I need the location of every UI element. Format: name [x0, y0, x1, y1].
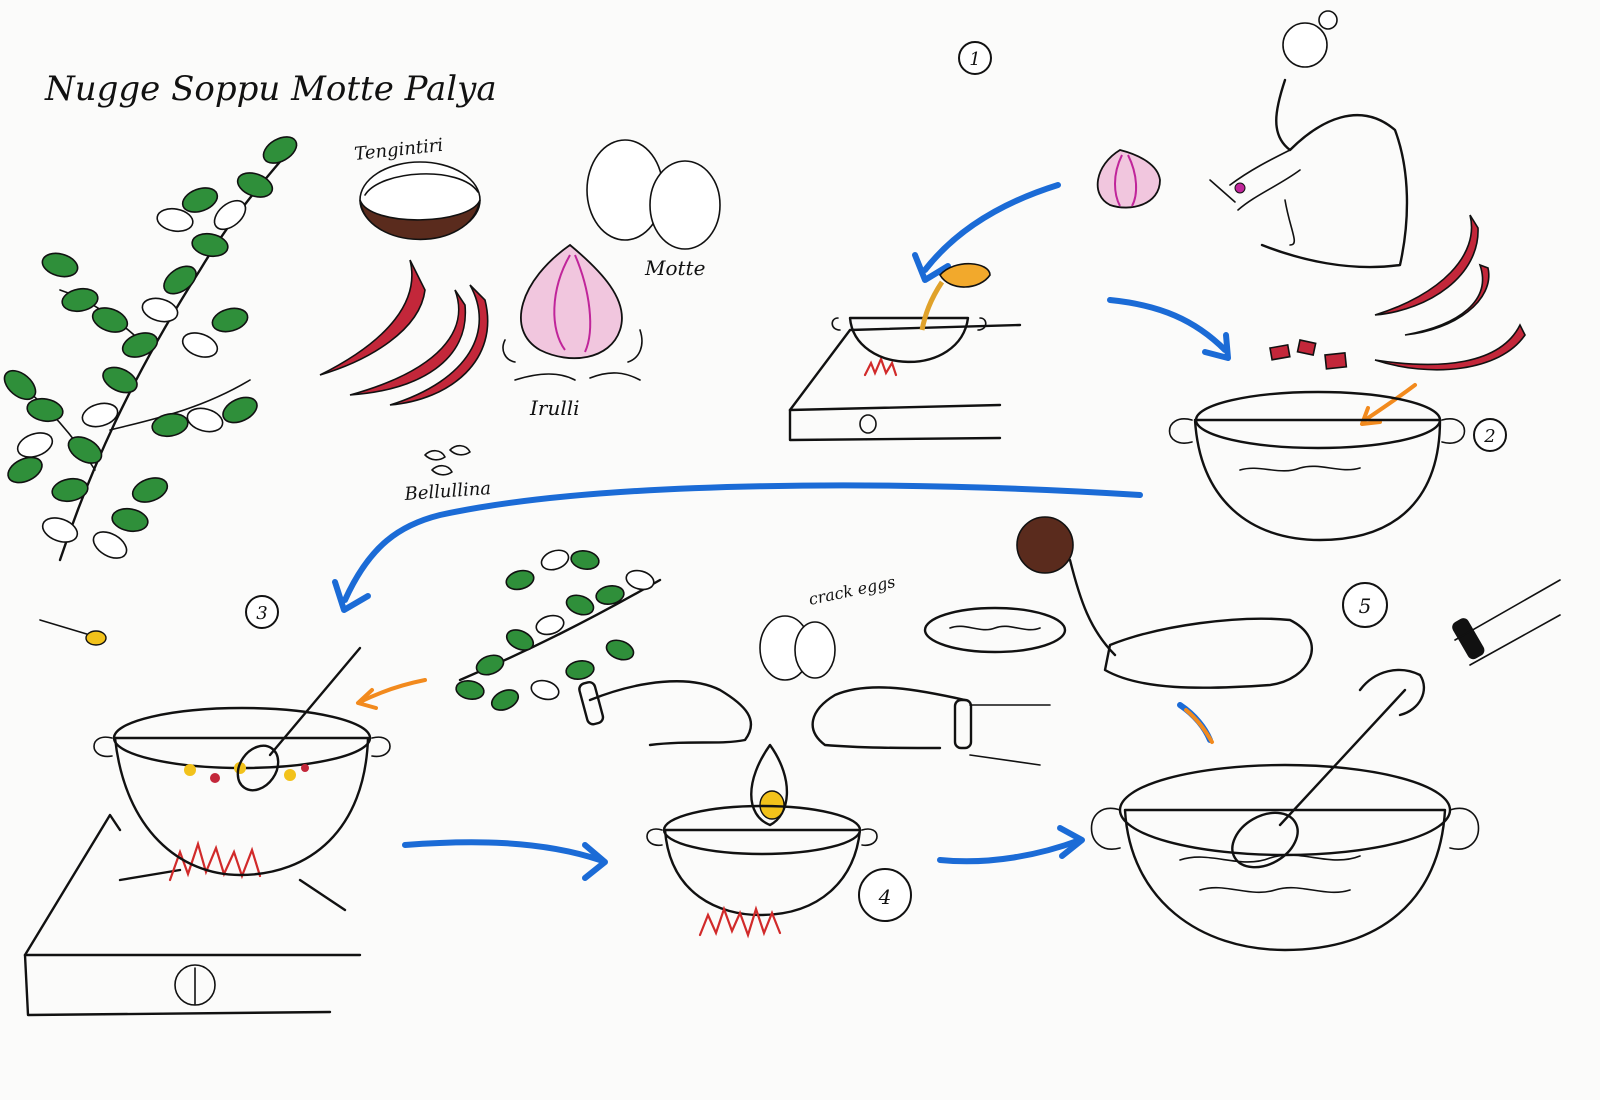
coconut-label: Tengintiri	[353, 135, 444, 165]
leaf-shape	[141, 297, 179, 323]
arrow-step4-to-step5	[937, 837, 1083, 865]
leaf-shape	[181, 332, 219, 358]
woman-cooking-icon	[1209, 10, 1409, 269]
leaf-shape	[41, 517, 79, 543]
arrow-step2-to-step3	[342, 482, 1143, 603]
eggs-icon	[759, 615, 836, 681]
kadai-icon	[93, 706, 391, 877]
leaf-shape	[111, 507, 149, 533]
step-marker-4: 4	[858, 868, 912, 922]
leaf-shape	[505, 629, 535, 651]
stove-icon	[23, 813, 362, 1017]
leaf-shape	[102, 366, 138, 394]
leaf-shape	[151, 412, 189, 438]
page-title: Nugge Soppu Motte Palya	[44, 69, 497, 109]
kadai-icon	[831, 316, 987, 363]
leaf-shape	[236, 172, 274, 198]
step-marker-1: 1	[958, 41, 992, 75]
ladle-icon	[1231, 688, 1407, 869]
leaf-shape	[81, 402, 119, 428]
step-3-number: 3	[256, 603, 267, 624]
kadai-icon	[646, 804, 878, 939]
crack-eggs-label: crack eggs	[807, 572, 897, 609]
drumstick-leaves-icon	[3, 136, 298, 562]
leaf-shape	[26, 397, 64, 423]
leaf-shape	[156, 207, 194, 233]
coconut-icon	[359, 161, 481, 241]
leaf-shape	[222, 396, 258, 424]
leaf-shape	[475, 654, 505, 676]
leaf-shape	[163, 265, 197, 295]
leaf-shape	[605, 639, 635, 661]
leaf-shape	[92, 531, 128, 559]
leaf-shape	[3, 369, 37, 401]
leaf-shape	[41, 252, 79, 278]
leaf-shape	[262, 136, 298, 164]
garlic-label: Bellullina	[403, 478, 492, 505]
red-chilli-icon	[1269, 214, 1526, 371]
leaf-shape	[16, 432, 54, 458]
leaf-shape	[565, 660, 595, 680]
leaf-shape	[186, 407, 224, 433]
spoon-icon	[39, 619, 107, 646]
leaf-shape	[67, 436, 103, 464]
step-4-number: 4	[878, 885, 892, 909]
step-marker-5: 5	[1342, 582, 1388, 628]
leaf-shape	[565, 594, 595, 616]
step-1-number: 1	[969, 49, 980, 70]
onion-icon	[502, 243, 643, 381]
leaf-shape	[595, 585, 625, 605]
arrow-onion-to-pan	[922, 182, 1061, 273]
leaf-shape	[490, 689, 520, 711]
leaf-shape	[625, 569, 655, 591]
kadai-icon	[1090, 763, 1480, 952]
onion-icon	[1096, 149, 1161, 209]
leaf-shape	[181, 187, 219, 213]
eggs-icon	[586, 139, 721, 250]
leaf-shape	[191, 232, 229, 258]
leaf-shape	[535, 614, 565, 636]
leaf-shape	[131, 477, 169, 503]
garlic-icon	[424, 444, 471, 476]
step-2-number: 2	[1483, 426, 1495, 447]
leaf-shape	[540, 549, 570, 571]
leaf-shape	[91, 307, 129, 333]
leaf-shape	[51, 477, 89, 503]
onion-label: Irulli	[529, 396, 580, 420]
step-5-number: 5	[1359, 594, 1372, 618]
leaf-shape	[530, 679, 560, 701]
coconut-icon	[923, 516, 1313, 689]
hand-stirring-icon	[1358, 579, 1561, 717]
leaf-shape	[7, 456, 43, 484]
step-marker-2: 2	[1473, 418, 1507, 452]
eggs-label: Motte	[644, 256, 705, 280]
step-marker-3: 3	[245, 595, 279, 629]
leaf-shape	[121, 332, 159, 358]
stove-icon	[788, 323, 1022, 442]
kadai-icon	[1168, 390, 1466, 542]
leaf-shape	[505, 569, 535, 591]
leaf-shape	[61, 287, 99, 313]
drumstick-leaves-icon	[455, 549, 662, 711]
egg-drop-icon	[750, 743, 789, 827]
leaf-shape	[211, 307, 249, 333]
ladle-icon	[236, 646, 362, 792]
arrow-step3-to-step4	[402, 839, 603, 863]
red-chilli-icon	[319, 259, 489, 406]
leaf-shape	[213, 199, 247, 231]
hands-icon	[578, 680, 1051, 766]
leaf-shape	[455, 680, 485, 700]
leaf-shape	[570, 550, 600, 570]
arrow-to-kadai	[1107, 297, 1228, 353]
